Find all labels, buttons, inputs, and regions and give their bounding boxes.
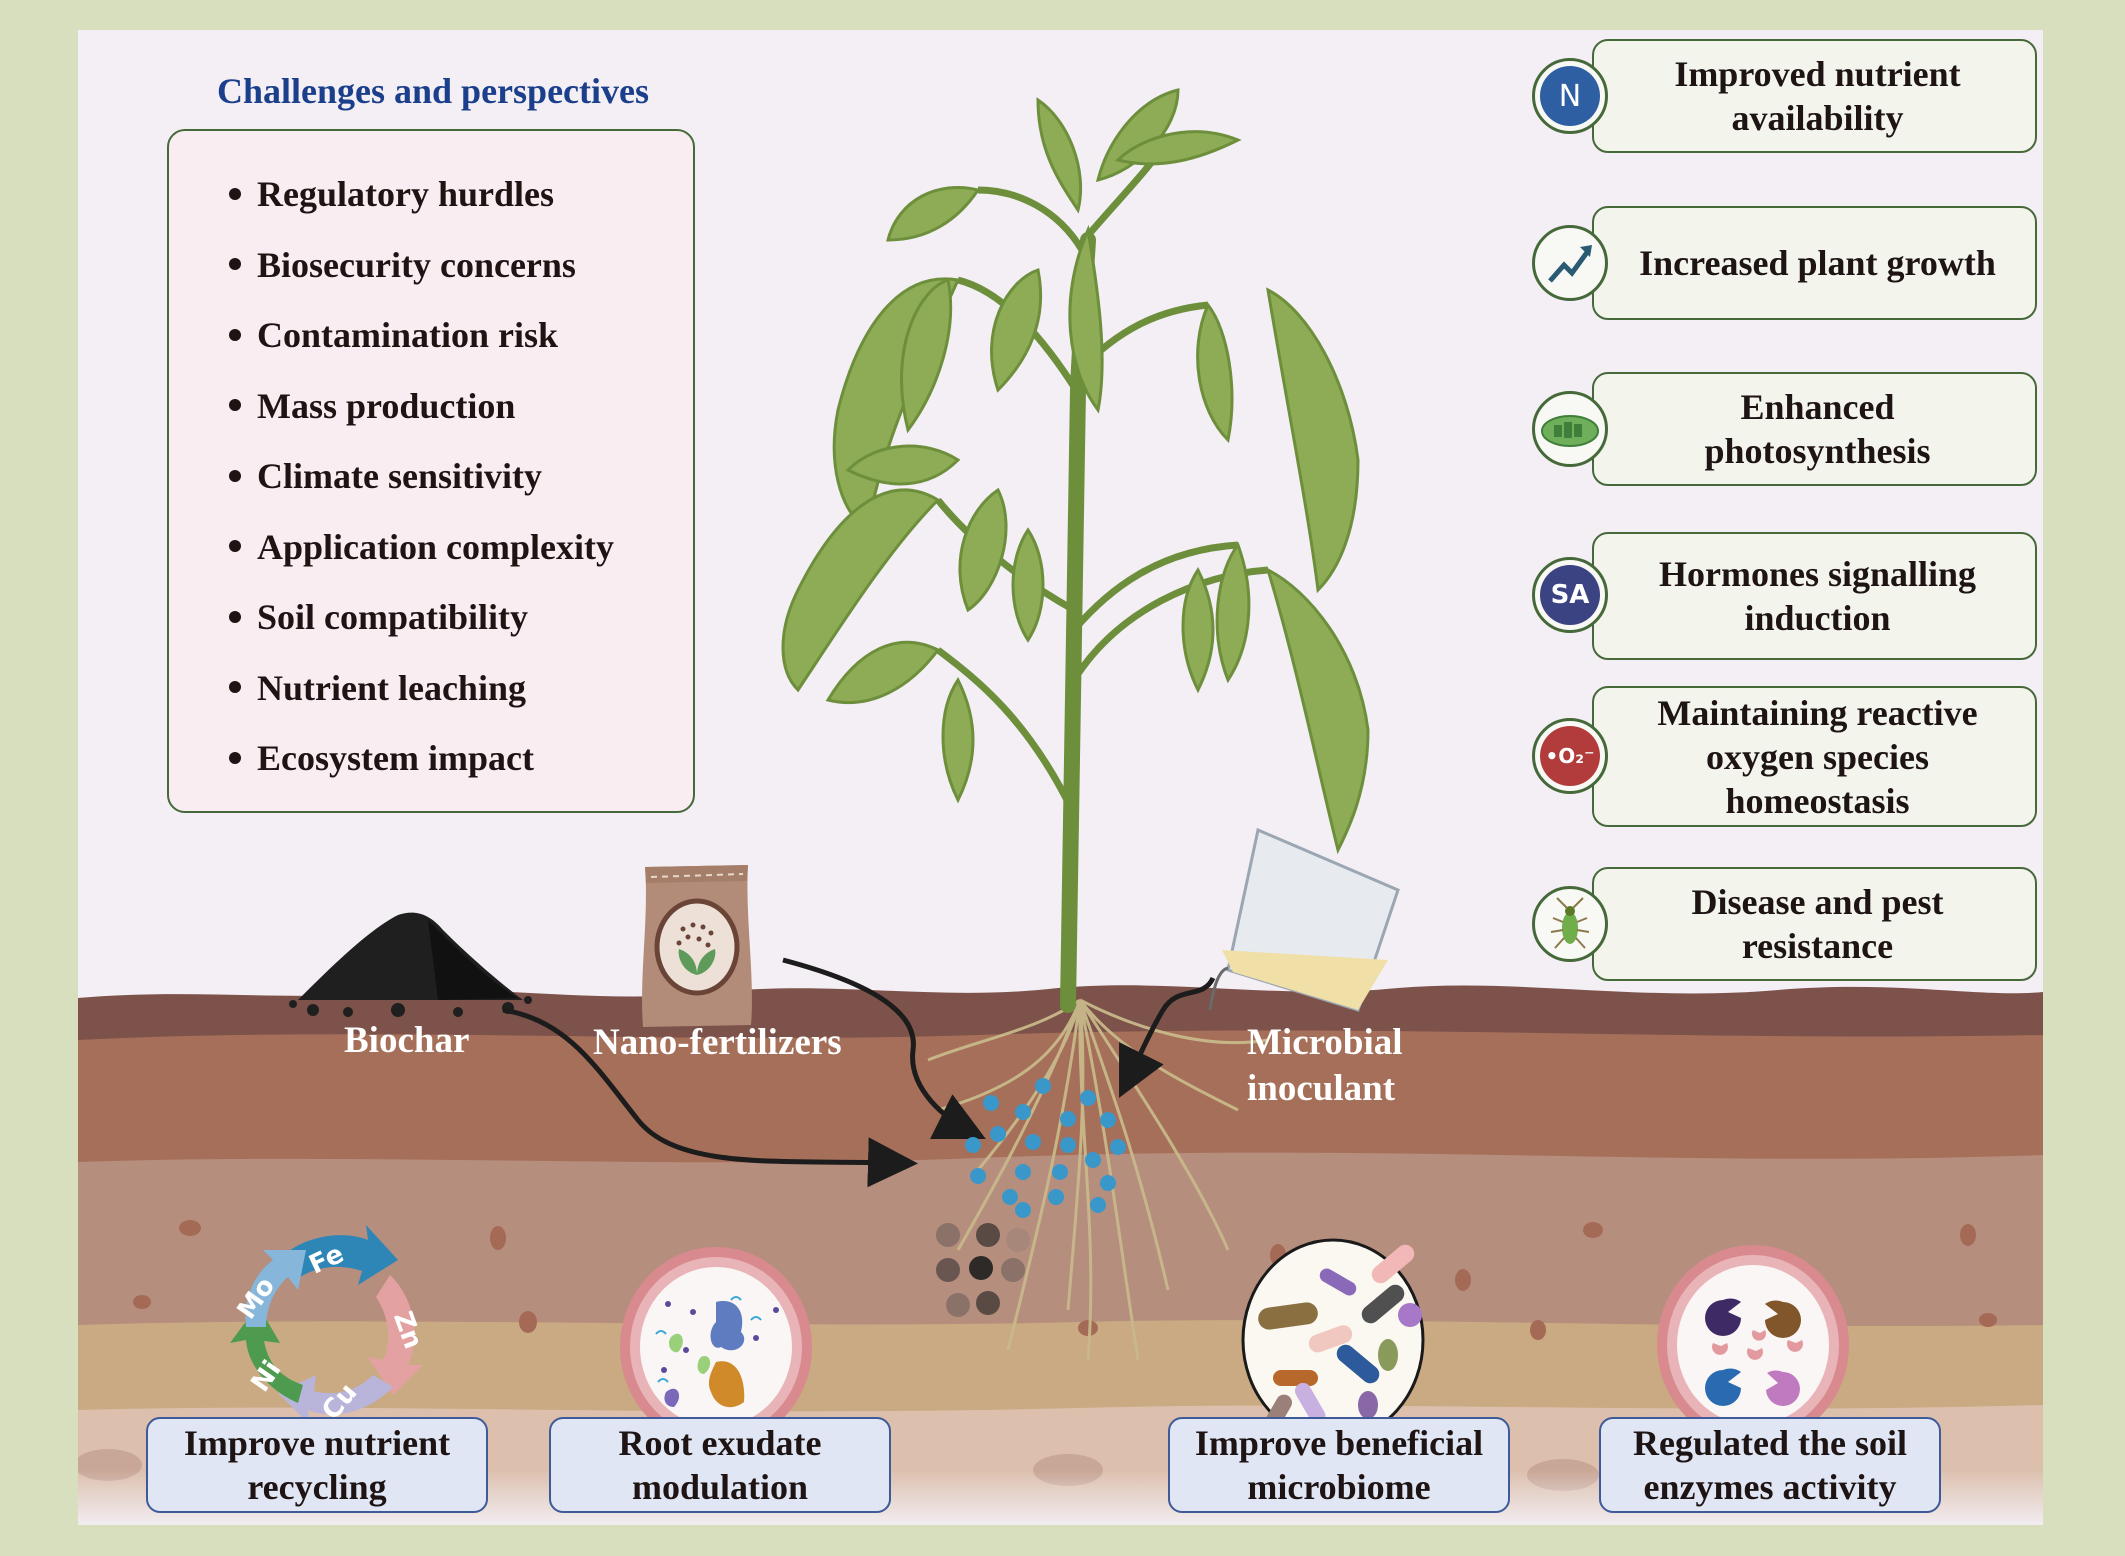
- challenge-item: Soil compatibility: [229, 582, 614, 653]
- soil-layer-mid: [78, 1019, 2043, 1163]
- nano-fertilizer-arrow: [782, 957, 986, 1139]
- effect-box-nutrient-recycling: Improve nutrient recycling: [146, 1417, 488, 1513]
- challenge-item: Contamination risk: [229, 300, 614, 371]
- plant-leaves: [781, 88, 1370, 855]
- salicylic-acid-icon: SA: [1532, 557, 1608, 633]
- growth-chart-icon: [1532, 225, 1608, 301]
- bullet-icon: [229, 187, 241, 200]
- bullet-icon: [229, 328, 241, 341]
- insect-icon: [1532, 886, 1608, 962]
- cycle-arrow-mo: [245, 1250, 306, 1327]
- microbial-inoculant-label: Microbial inoculant: [1247, 1022, 1403, 1109]
- challenges-box: Regulatory hurdles Biosecurity concerns …: [167, 129, 695, 813]
- fertilizer-bag-icon: [642, 865, 752, 1027]
- soil-pebbles: [133, 1220, 1997, 1340]
- beaker-inoculant-icon: [1208, 827, 1400, 1012]
- superoxide-icon: •O₂⁻: [1532, 718, 1608, 794]
- challenge-item: Application complexity: [229, 512, 614, 583]
- biochar-arrow: [502, 1007, 918, 1188]
- bullet-icon: [229, 258, 241, 271]
- bullet-icon: [229, 610, 241, 623]
- bullet-icon: [229, 681, 241, 694]
- nutrient-cycle-icon: Fe Zn Cu Ni Mo: [230, 1225, 428, 1426]
- challenge-item: Regulatory hurdles: [229, 159, 614, 230]
- bullet-icon: [229, 469, 241, 482]
- benefit-box-nutrient-availability: Improved nutrient availability: [1592, 39, 2037, 153]
- cycle-arrow-cu: [278, 1375, 393, 1425]
- root-exudate-icon: [620, 1247, 812, 1447]
- tomato-plant-illustration: [781, 88, 1370, 1361]
- effect-box-root-exudate: Root exudate modulation: [549, 1417, 891, 1513]
- benefit-box-hormones: Hormones signalling induction: [1592, 532, 2037, 660]
- challenge-item: Mass production: [229, 371, 614, 442]
- input-arrows: [502, 957, 1216, 1188]
- nano-fertilizers-label: Nano-fertilizers: [593, 1022, 842, 1063]
- effect-box-soil-enzymes: Regulated the soil enzymes activity: [1599, 1417, 1941, 1513]
- benefit-box-disease-resistance: Disease and pest resistance: [1592, 867, 2037, 981]
- challenge-item: Biosecurity concerns: [229, 230, 614, 301]
- benefit-box-ros-homeostasis: Maintaining reactive oxygen species home…: [1592, 686, 2037, 827]
- nanoparticles: [936, 1078, 1126, 1317]
- soil-layer-lower: [78, 1140, 2043, 1327]
- bullet-icon: [229, 399, 241, 412]
- challenges-title: Challenges and perspectives: [217, 71, 649, 111]
- benefit-box-photosynthesis: Enhanced photosynthesis: [1592, 372, 2037, 486]
- challenge-item: Climate sensitivity: [229, 441, 614, 512]
- challenge-item: Nutrient leaching: [229, 653, 614, 724]
- challenge-item: Ecosystem impact: [229, 723, 614, 794]
- inoculant-arrow: [1119, 976, 1216, 1098]
- soil-enzymes-icon: [1657, 1245, 1849, 1445]
- microbiome-icon: [1241, 1238, 1425, 1442]
- cycle-arrow-fe: [278, 1225, 398, 1285]
- biochar-beads: [936, 1223, 1030, 1317]
- bullet-icon: [229, 540, 241, 553]
- cycle-arrow-ni: [230, 1305, 303, 1403]
- figure-panel: Challenges and perspectives Regulatory h…: [78, 30, 2043, 1525]
- bullet-icon: [229, 751, 241, 764]
- effect-box-beneficial-microbiome: Improve beneficial microbiome: [1168, 1417, 1510, 1513]
- challenges-list: Regulatory hurdles Biosecurity concerns …: [229, 159, 614, 794]
- benefit-box-plant-growth: Increased plant growth: [1592, 206, 2037, 320]
- biochar-label: Biochar: [344, 1020, 470, 1061]
- nitrogen-icon: N: [1532, 58, 1608, 134]
- soil-layer-tan: [78, 1306, 2043, 1412]
- cycle-arrow-zn: [368, 1275, 423, 1395]
- chloroplast-icon: [1532, 391, 1608, 467]
